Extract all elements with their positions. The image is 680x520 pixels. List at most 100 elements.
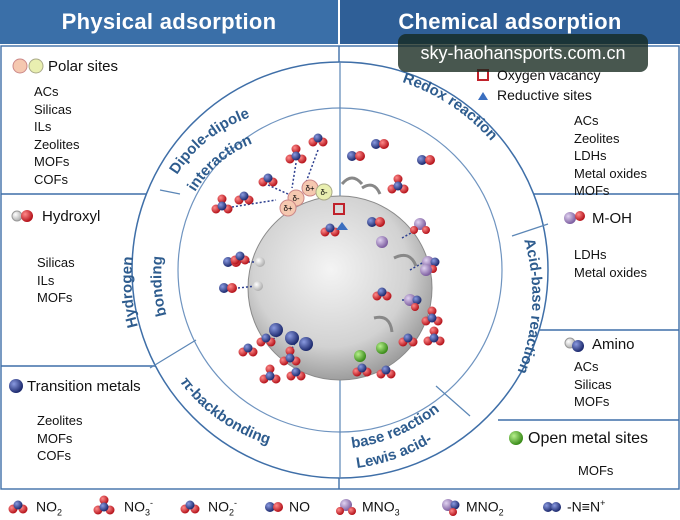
list-item: MOFs [34,154,70,169]
adsorbed-molecule [398,333,418,347]
surface-site [255,257,265,267]
adsorbed-molecule [371,139,389,149]
list-item: ACs [574,113,599,128]
svg-text:δ+: δ+ [283,204,292,213]
open-metal-sites-title: Open metal sites [528,430,649,447]
legend-no3-icon [93,495,115,515]
adsorbed-molecule [259,364,281,384]
physical-adsorption-header: Physical adsorption [0,0,338,44]
watermark: sky-haohansports.com.cn [398,34,648,72]
adsorbed-molecule [279,346,301,366]
adsorbed-molecule [410,218,430,234]
surface-site [420,264,432,276]
legend-item-no3-minus: NO3- [124,498,154,518]
list-item: Silicas [574,376,612,392]
adsorbed-molecule [219,283,237,293]
list-item: MOFs [37,430,73,446]
adsorbed-molecule [372,287,392,301]
legend-item-diazonium: -N≡N+ [567,498,606,515]
moh-list: LDHs Metal oxides [574,246,647,281]
list-item: COFs [37,448,71,463]
surface-site [285,331,299,345]
adsorbed-molecule [404,294,422,311]
legend-item-mno2: MNO2 [466,498,504,518]
adsorbed-molecule [285,144,307,164]
transition-metals-list: Zeolites MOFs COFs [37,412,83,465]
list-item: Zeolites [34,136,80,152]
legend-item-no2: NO2 [36,498,63,518]
polar-sites-icon [12,58,44,74]
adsorbed-molecule [352,363,372,377]
adsorbed-molecule [387,174,409,194]
surface-site [269,323,283,337]
legend-icons [8,495,561,516]
surface-site [354,350,366,362]
adsorbed-molecule [417,155,435,165]
list-item: Metal oxides [574,165,647,181]
list-item: COFs [34,171,68,187]
adsorbed-molecule [258,173,278,187]
list-item: Silicas [34,101,72,117]
amino-icon [564,337,584,352]
adsorbent-sphere [247,195,433,381]
adsorbed-molecule [286,367,306,381]
legend-no2-minus-icon [180,500,200,514]
hydroxyl-title: Hydroxyl [42,208,101,225]
adsorbed-molecule [230,251,250,265]
list-item: LDHs [574,247,607,262]
adsorbed-molecule [367,217,385,227]
list-item: MOFs [578,463,614,478]
adsorbed-molecule [211,194,233,214]
surface-site [253,281,263,291]
moh-icon [564,211,585,224]
list-item: Metal oxides [574,264,647,280]
redox-list: ACs Zeolites LDHs Metal oxides MOFs [574,112,647,200]
list-item: Zeolites [574,130,620,146]
polar-sites-title: Polar sites [48,58,119,75]
surface-site [376,342,388,354]
oxygen-vacancy-label: Oxygen vacancy [497,67,601,83]
adsorbed-molecule [376,365,396,379]
surface-site [376,236,388,248]
transition-metal-icon [9,379,23,393]
reductive-sites-label: Reductive sites [497,87,592,103]
legend-mno3-icon [336,499,356,515]
amino-list: ACs Silicas MOFs [574,358,612,411]
list-item: ACs [34,84,59,99]
list-item: MOFs [574,183,610,198]
legend-no2-icon [8,500,28,514]
legend-diazonium-icon [543,502,561,512]
list-item: MOFs [574,394,610,409]
molecule-layer [211,133,445,384]
ring-label-hbond-2: bonding [148,255,170,318]
polar-sites-list: ACs Silicas ILs Zeolites MOFs COFs [34,83,80,188]
list-item: Silicas [37,255,75,270]
legend-item-mno3: MNO3 [362,498,400,518]
svg-text:δ+: δ+ [305,184,314,193]
reductive-site [336,222,348,230]
list-item: ACs [574,359,599,374]
legend: NO2 NO3- NO2- NO MNO3 MNO2 -N≡N+ [0,490,680,520]
adsorbed-molecule [234,191,254,205]
hydroxyl-list: Silicas ILs MOFs [37,254,75,307]
svg-text:δ-: δ- [292,194,299,203]
legend-mno2-icon [442,499,460,516]
legend-item-no2-minus: NO2- [208,498,238,518]
oxygen-vacancy-site [333,203,345,215]
list-item: ILs [34,119,52,134]
list-item: MOFs [37,290,73,305]
surface-site [299,337,313,351]
hydroxyl-icon [11,210,33,222]
open-metal-sites-list: MOFs [578,462,613,480]
adsorbed-molecule [347,151,365,161]
list-item: LDHs [574,148,607,163]
adsorbed-molecule [238,343,258,357]
adsorbed-molecule [423,326,445,346]
reductive-sites-icon [478,92,488,100]
svg-text:δ-: δ- [320,188,327,197]
legend-no-icon [265,502,283,512]
list-item: Zeolites [37,413,83,428]
reaction-arrows [340,176,418,333]
moh-title: M-OH [592,210,632,227]
